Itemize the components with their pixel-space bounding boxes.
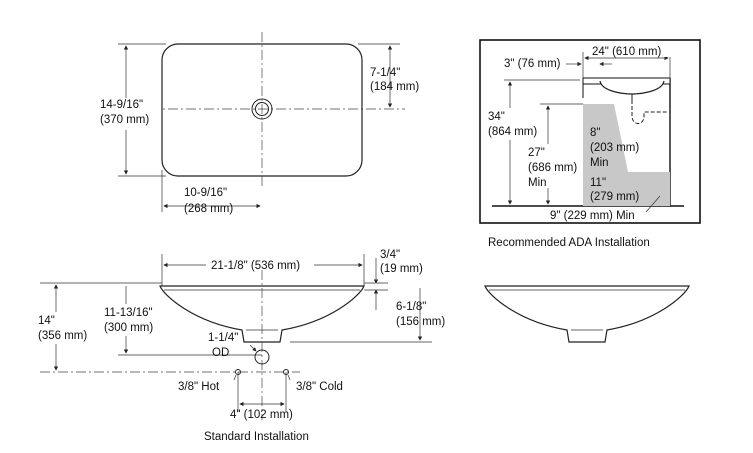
hot-label: 3/8" Hot	[178, 381, 220, 393]
ada-setback-label: 3" (76 mm)	[504, 58, 561, 70]
ada-diagram: 24" (610 mm) 3" (76 mm) 34" (864 mm) 27"…	[479, 39, 701, 249]
od-label-1: 1-1/4"	[208, 332, 238, 344]
height-label-2: (356 mm)	[38, 330, 87, 342]
height-label-1: 14"	[38, 315, 55, 327]
ada-counter-label: 24" (610 mm)	[592, 46, 661, 58]
drain-outer	[251, 98, 273, 120]
ada-knee-height-1: 27"	[528, 147, 545, 159]
depth-label-1: 6-1/8"	[396, 301, 426, 313]
ada-rim-height-1: 34"	[488, 111, 505, 123]
ada-toe-depth-label: 9" (229 mm) Min	[550, 210, 635, 222]
ada-knee-height-3: Min	[528, 177, 547, 189]
drain-offset-label-1: 7-1/4"	[370, 67, 400, 79]
drain-height-label-2: (300 mm)	[104, 322, 153, 334]
supply-spacing-label: 4" (102 mm)	[230, 409, 293, 421]
ada-knee-depth-3: Min	[590, 157, 609, 169]
ada-caption: Recommended ADA Installation	[488, 237, 650, 249]
ada-knee-height-2: (686 mm)	[528, 162, 577, 174]
side-view-plain	[484, 285, 690, 343]
ada-toe-1: 11"	[590, 177, 606, 189]
rim-label-2: (19 mm)	[380, 263, 423, 275]
od-label-2: OD	[212, 347, 229, 359]
ada-knee-depth-2: (203 mm)	[590, 142, 639, 154]
length-label-2: (370 mm)	[100, 114, 149, 126]
side-view: 21-1/8" (536 mm) 3/4" (19 mm) 6-1/8" (15…	[34, 249, 445, 443]
drain-height-label-1: 11-13/16"	[104, 307, 153, 319]
standard-caption: Standard Installation	[204, 431, 309, 443]
ada-knee-clearance	[583, 104, 670, 206]
cold-label: 3/8" Cold	[296, 381, 343, 393]
overall-width-label: 21-1/8" (536 mm)	[211, 260, 300, 272]
ada-knee-depth-1: 8"	[590, 127, 600, 139]
drain-od-circle	[254, 349, 270, 365]
rim-label-1: 3/4"	[380, 249, 400, 261]
top-view: 14-9/16" (370 mm) 7-1/4" (184 mm) 10-9/1…	[96, 32, 419, 215]
width-half-label-1: 10-9/16"	[184, 187, 227, 199]
length-label-1: 14-9/16"	[100, 99, 143, 111]
depth-label-2: (156 mm)	[396, 316, 445, 328]
sink-profile-plain	[484, 285, 690, 343]
drain-offset-label-2: (184 mm)	[370, 81, 419, 93]
drain-inner	[255, 102, 269, 116]
ada-rim-height-2: (864 mm)	[488, 126, 537, 138]
ada-toe-2: (279 mm)	[590, 191, 639, 203]
width-half-label-2: (268 mm)	[184, 203, 233, 215]
